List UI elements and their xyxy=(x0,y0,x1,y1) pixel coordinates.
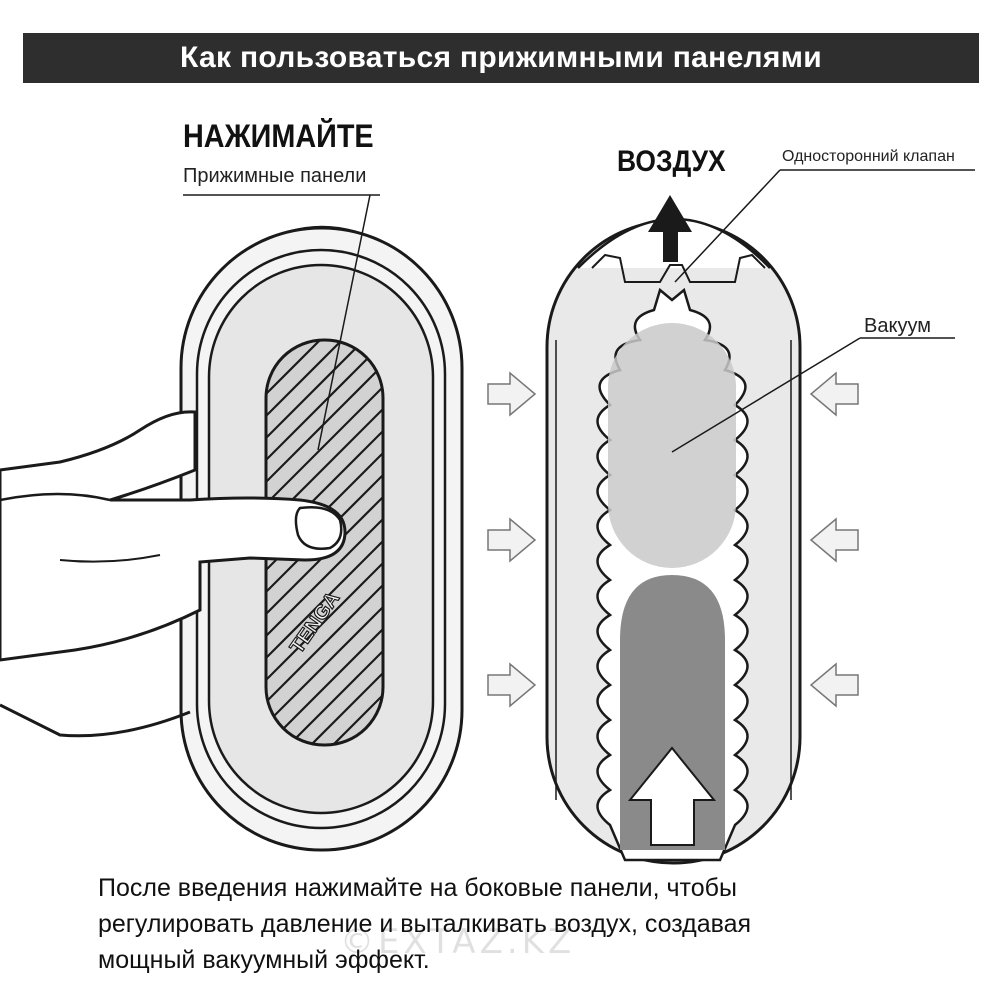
pressure-arrow-left-bottom xyxy=(487,662,537,708)
device-top-cap xyxy=(287,225,357,234)
device-front-view: TENGA xyxy=(179,194,464,852)
thumb-nail xyxy=(294,506,343,550)
hand-illustration xyxy=(0,410,347,738)
vacuum-zone xyxy=(608,323,736,568)
press-heading: НАЖИМАЙТЕ xyxy=(183,118,374,154)
pressure-arrow-right-bottom xyxy=(809,662,859,708)
press-panels-label: Прижимные панели xyxy=(183,165,367,187)
pressure-arrow-right-mid xyxy=(809,517,859,563)
page-title: Как пользоваться прижимными панелями xyxy=(180,41,822,74)
air-out-arrow xyxy=(648,195,692,262)
pressure-arrows xyxy=(487,371,859,708)
vacuum-label: Вакуум xyxy=(864,315,931,337)
valve-label: Односторонний клапан xyxy=(782,148,955,165)
pressure-arrow-right-top xyxy=(809,371,859,417)
air-label: ВОЗДУХ xyxy=(617,145,726,178)
hand-lower-finger xyxy=(0,703,191,738)
press-panel-stripes xyxy=(266,340,383,745)
section-top-cap-detail xyxy=(591,253,766,283)
instruction-caption: После введения нажимайте на боковые пане… xyxy=(98,870,918,978)
hand-knuckle-line xyxy=(59,554,161,563)
device-cross-section xyxy=(545,169,975,865)
watermark: ©EXTAZ.KZ xyxy=(340,922,576,962)
panels-leader-line xyxy=(317,194,371,451)
hand-index-finger-line xyxy=(0,492,111,502)
pressure-arrow-left-mid xyxy=(487,517,537,563)
title-banner: Как пользоваться прижимными панелями xyxy=(23,33,979,83)
pressure-arrow-left-top xyxy=(487,371,537,417)
valve-leader-line xyxy=(674,169,781,283)
insert-direction-arrow xyxy=(627,746,717,846)
caption-line-1: После введения нажимайте на боковые пане… xyxy=(98,874,737,902)
caption-line-3: мощный вакуумный эффект. xyxy=(98,946,430,974)
hand-palm xyxy=(0,410,347,662)
vacuum-leader-line xyxy=(671,337,861,453)
caption-line-2: регулировать давление и выталкивать возд… xyxy=(98,910,752,938)
